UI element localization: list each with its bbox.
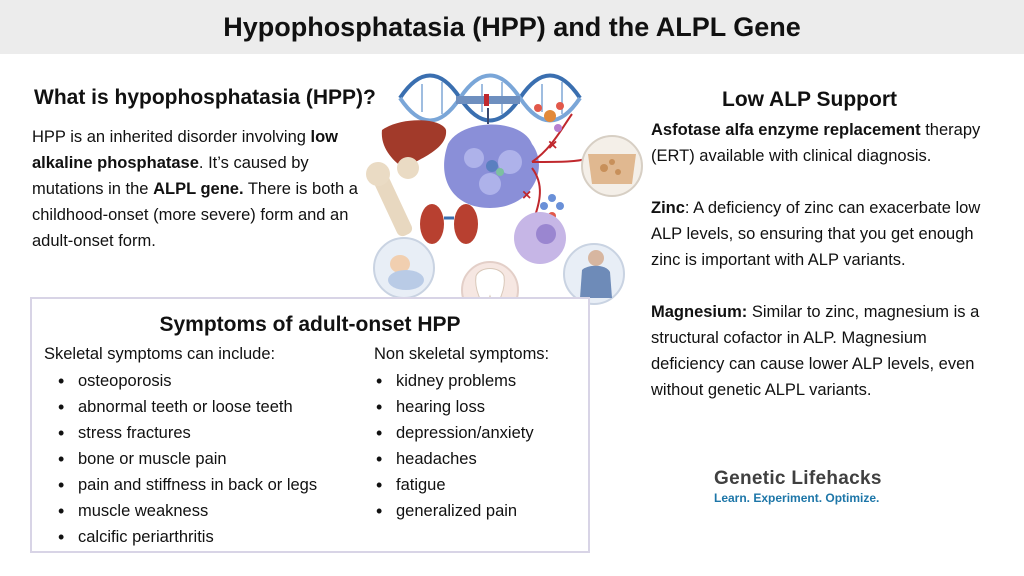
phosphate-molecule-icon: [534, 102, 564, 132]
list-item: depression/anxiety: [362, 420, 534, 446]
what-is-hpp-heading: What is hypophosphatasia (HPP)?: [34, 86, 376, 109]
title-bar: Hypophosphatasia (HPP) and the ALPL Gene: [0, 0, 1024, 54]
svg-text:×: ×: [522, 187, 531, 204]
list-item: pain and stiffness in back or legs: [44, 472, 317, 498]
svg-text:×: ×: [548, 137, 557, 154]
symptoms-heading: Symptoms of adult-onset HPP: [159, 313, 461, 336]
bone-tissue-icon: [581, 135, 643, 197]
list-item: fatigue: [362, 472, 534, 498]
list-item: bone or muscle pain: [44, 446, 317, 472]
magnesium-paragraph: Magnesium: Similar to zinc, magnesium is…: [651, 303, 980, 399]
list-item: hearing loss: [362, 394, 534, 420]
alp-enzyme-icon: [444, 124, 539, 208]
brand-name: Genetic Lifehacks: [714, 468, 882, 489]
list-item: kidney problems: [362, 368, 534, 394]
list-item: headaches: [362, 446, 534, 472]
ert-paragraph: Asfotase alfa enzyme replacement therapy…: [651, 121, 981, 165]
kidney-icon: [420, 204, 478, 244]
hpp-illustration: × ×: [366, 73, 643, 318]
brand-tagline: Learn. Experiment. Optimize.: [714, 491, 880, 505]
skeletal-heading: Skeletal symptoms can include:: [44, 345, 276, 363]
page-title: Hypophosphatasia (HPP) and the ALPL Gene: [223, 12, 801, 42]
baby-icon: [373, 237, 435, 299]
non-skeletal-heading: Non skeletal symptoms:: [374, 345, 550, 363]
list-item: stress fractures: [44, 420, 317, 446]
list-item: osteoporosis: [44, 368, 317, 394]
non-skeletal-list: kidney problems hearing loss depression/…: [362, 368, 534, 524]
brand-logo: Genetic Lifehacks Learn. Experiment. Opt…: [714, 468, 882, 505]
bone-icon: [366, 157, 419, 237]
symptoms-box: Symptoms of adult-onset HPP Skeletal sym…: [30, 297, 590, 553]
skeletal-list: osteoporosis abnormal teeth or loose tee…: [44, 368, 317, 550]
zinc-paragraph: Zinc: A deficiency of zinc can exacerbat…: [651, 199, 981, 269]
low-alp-support-heading: Low ALP Support: [722, 88, 897, 111]
back-pain-person-icon: [563, 243, 625, 305]
liver-icon: [381, 120, 447, 168]
what-is-hpp-paragraph: HPP is an inherited disorder involving l…: [32, 128, 358, 250]
list-item: muscle weakness: [44, 498, 317, 524]
list-item: generalized pain: [362, 498, 534, 524]
list-item: calcific periarthritis: [44, 524, 317, 550]
list-item: abnormal teeth or loose teeth: [44, 394, 317, 420]
